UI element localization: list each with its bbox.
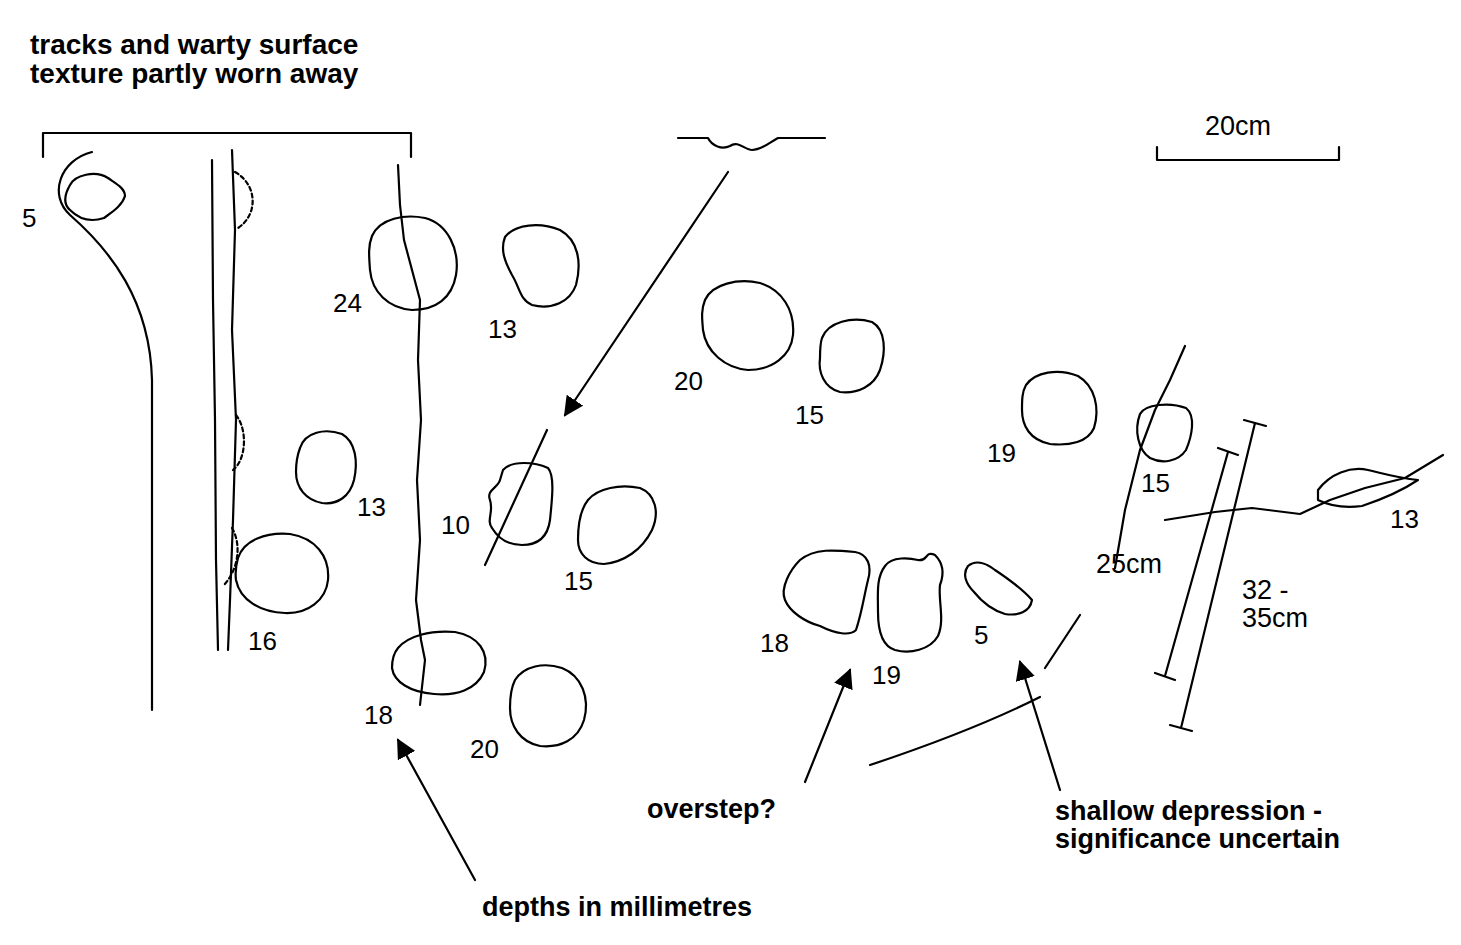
crack-line	[398, 165, 425, 705]
depth-number: 15	[564, 568, 593, 595]
margin-line	[59, 152, 152, 710]
depth-number: 5	[22, 205, 36, 232]
callout-text: depths in millimetres	[482, 893, 752, 921]
pointer-arrow	[1020, 662, 1060, 790]
depth-number: 13	[488, 316, 517, 343]
depth-number: 10	[441, 512, 470, 539]
depth-number: 18	[364, 702, 393, 729]
depth-number: 13	[1390, 506, 1419, 533]
crack-line	[1115, 346, 1185, 568]
depth-number: 24	[333, 290, 362, 317]
bracket	[43, 133, 411, 157]
depth-number: 13	[357, 494, 386, 521]
depth-number: 16	[248, 628, 277, 655]
depth-number: 19	[872, 662, 901, 689]
dimension-label: 25cm	[1096, 550, 1162, 578]
scale-label: 20cm	[1205, 112, 1271, 140]
note-text: tracks and warty surface texture partly …	[30, 30, 450, 89]
crack-line	[235, 172, 253, 228]
footprint	[65, 174, 1418, 746]
crack-line	[212, 160, 218, 650]
depth-number: 15	[1141, 470, 1170, 497]
crack-line	[233, 415, 244, 470]
pointer-arrow	[398, 740, 475, 880]
depth-number: 5	[974, 622, 988, 649]
depth-number: 20	[674, 368, 703, 395]
pointer-arrow	[805, 670, 850, 782]
crack-line	[1045, 615, 1080, 668]
dimension-label: 32 - 35cm	[1242, 576, 1326, 633]
cross-section	[678, 138, 825, 150]
scale-bar	[1157, 147, 1339, 160]
depth-number: 19	[987, 440, 1016, 467]
depth-number: 15	[795, 402, 824, 429]
pointer-arrow	[565, 172, 728, 415]
depth-number: 18	[760, 630, 789, 657]
callout-text: overstep?	[647, 795, 776, 823]
crack-line	[870, 697, 1040, 765]
depth-number: 20	[470, 736, 499, 763]
callout-text: shallow depression - significance uncert…	[1055, 797, 1435, 854]
